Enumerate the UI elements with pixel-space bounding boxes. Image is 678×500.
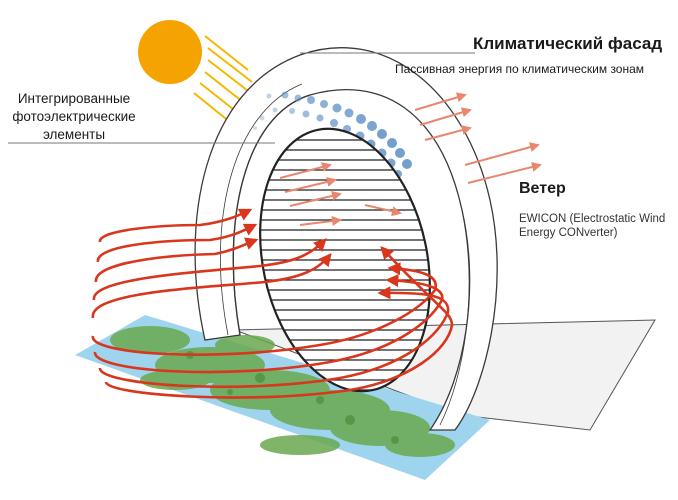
sun-icon [138,20,253,128]
facade-ring [194,47,498,431]
pv-label-line-1: Интегрированные [17,91,131,106]
grass-texture [110,326,455,457]
leader-lines [8,52,475,144]
wind-label: Ветер [519,180,566,197]
diagram-title: Климатический фасад [473,34,663,53]
pv-label-line-2: фотоэлектрические [12,109,136,124]
diagram-subtitle: Пассивная энергия по климатическим зонам [395,62,645,76]
pv-elements-label: Интегрированные фотоэлектрические элемен… [4,90,144,144]
ewicon-label-line-2: Energy CONverter) [519,227,618,239]
pv-label-line-3: элементы [42,127,106,142]
ewicon-label-line-1: EWICON (Electrostatic Wind [519,213,666,225]
ewicon-label: EWICON (Electrostatic Wind Energy CONver… [519,212,669,240]
energy-arrow-icon [279,92,542,226]
wind-arrow-icon [91,208,454,399]
